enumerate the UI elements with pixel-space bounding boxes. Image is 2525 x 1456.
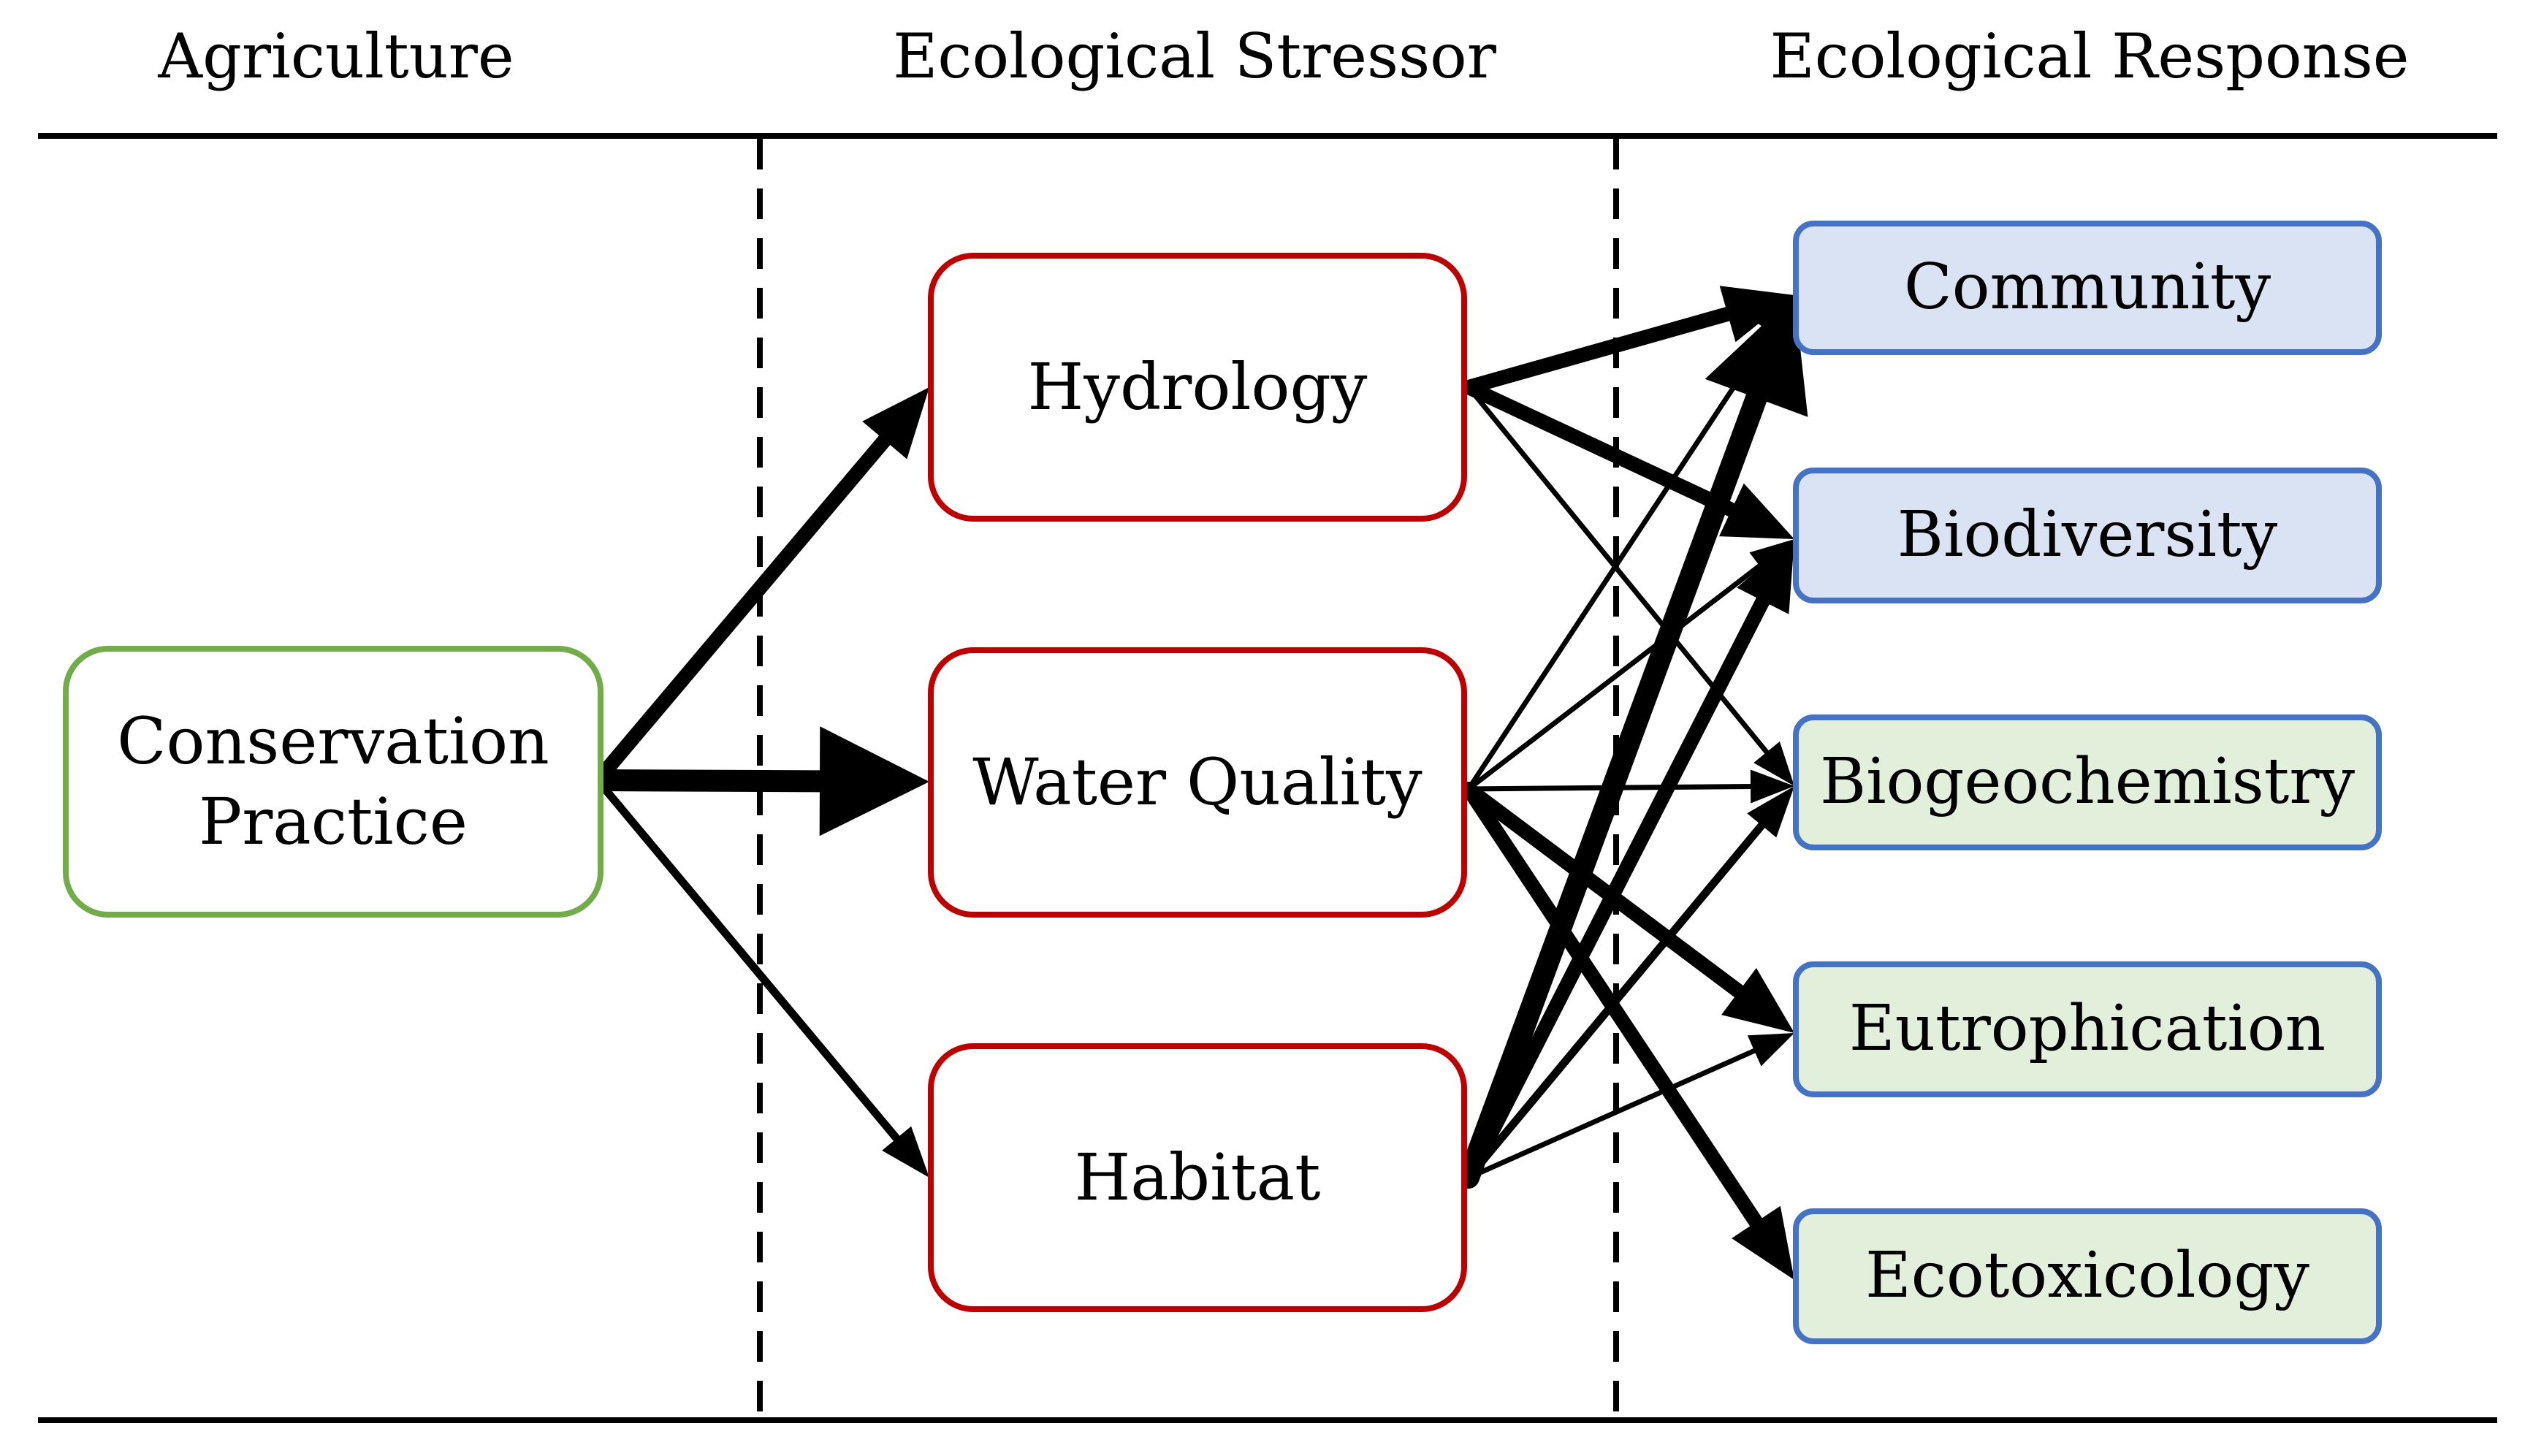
arrow-conservation_practice-to-hydrology bbox=[590, 430, 894, 788]
arrow-habitat-to-biodiversity bbox=[1461, 591, 1772, 1185]
arrowhead-conservation_practice-to-water_quality bbox=[819, 726, 929, 836]
arrowhead-water_quality-to-ecotoxicology bbox=[1732, 1205, 1794, 1280]
arrowhead-water_quality-to-eutrophication bbox=[1721, 968, 1794, 1033]
arrow-habitat-to-biogeochemistry bbox=[1464, 819, 1768, 1182]
node-label: Ecotoxicology bbox=[1865, 1239, 2309, 1313]
arrowhead-hydrology-to-community bbox=[1719, 286, 1794, 343]
column-header-agriculture: Agriculture bbox=[158, 20, 514, 92]
arrow-water_quality-to-eutrophication bbox=[1461, 782, 1749, 1001]
node-habitat: Habitat bbox=[928, 1043, 1467, 1312]
arrow-water_quality-to-community bbox=[1466, 327, 1775, 792]
arrowhead-habitat-to-biodiversity bbox=[1737, 539, 1794, 614]
arrow-habitat-to-eutrophication bbox=[1466, 1047, 1760, 1181]
node-hydrology: Hydrology bbox=[928, 253, 1467, 522]
node-ecotoxicology: Ecotoxicology bbox=[1793, 1208, 2382, 1344]
node-label: Water Quality bbox=[972, 744, 1423, 820]
arrowhead-hydrology-to-biodiversity bbox=[1719, 483, 1794, 539]
node-biogeochemistry: Biogeochemistry bbox=[1793, 714, 2382, 850]
arrow-habitat-to-community bbox=[1458, 384, 1769, 1189]
arrow-water_quality-to-biodiversity bbox=[1466, 561, 1765, 792]
arrowhead-habitat-to-community bbox=[1705, 295, 1808, 417]
arrowhead-habitat-to-biogeochemistry bbox=[1747, 786, 1794, 838]
arrow-hydrology-to-biodiversity bbox=[1461, 380, 1742, 519]
arrow-conservation_practice-to-water_quality bbox=[587, 769, 834, 793]
column-header-ecological-response: Ecological Response bbox=[1770, 20, 2410, 92]
node-water-quality: Water Quality bbox=[928, 647, 1467, 918]
node-label: Habitat bbox=[1074, 1140, 1321, 1215]
node-biodiversity: Biodiversity bbox=[1793, 468, 2382, 603]
node-label: Community bbox=[1903, 251, 2271, 324]
arrowhead-habitat-to-eutrophication bbox=[1747, 1033, 1794, 1067]
node-label: Biodiversity bbox=[1897, 498, 2278, 572]
arrow-conservation_practice-to-habitat bbox=[593, 776, 903, 1145]
arrowhead-conservation_practice-to-hydrology bbox=[862, 387, 929, 460]
arrow-group bbox=[587, 286, 1808, 1280]
arrowhead-hydrology-to-biogeochemistry bbox=[1753, 742, 1794, 786]
node-label-line: Practice bbox=[199, 784, 468, 859]
arrowhead-conservation_practice-to-habitat bbox=[882, 1126, 929, 1178]
node-label: Biogeochemistry bbox=[1819, 745, 2355, 819]
node-community: Community bbox=[1793, 221, 2382, 355]
column-header-ecological-stressor: Ecological Stressor bbox=[893, 20, 1496, 92]
node-conservation-practice: Conservation Practice bbox=[63, 646, 603, 918]
node-label: Hydrology bbox=[1027, 349, 1368, 424]
node-label-line: Conservation bbox=[117, 704, 549, 779]
arrowhead-water_quality-to-biogeochemistry bbox=[1750, 769, 1794, 804]
node-label: Eutrophication bbox=[1848, 992, 2326, 1066]
arrow-hydrology-to-community bbox=[1461, 305, 1738, 395]
node-eutrophication: Eutrophication bbox=[1793, 961, 2382, 1097]
